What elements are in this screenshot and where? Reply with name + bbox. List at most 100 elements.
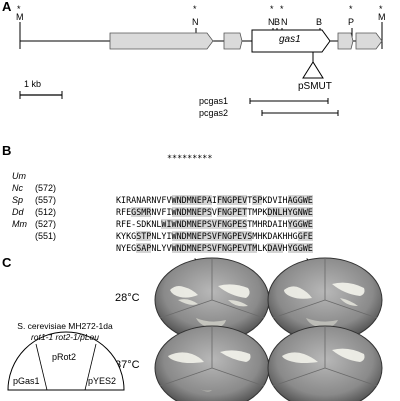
position-sp: (512) [35, 207, 57, 217]
site-label-b2: B [316, 17, 323, 27]
site-label-m-left: M [16, 12, 24, 22]
residue: T [141, 231, 147, 241]
residue: V [156, 195, 162, 205]
residue: I [121, 195, 127, 205]
residue: N [151, 195, 157, 205]
sector-label-pyes2: pYES2 [88, 376, 117, 386]
residue: L [257, 243, 263, 253]
residue: K [262, 207, 268, 217]
residue: V [166, 195, 172, 205]
residue: N [297, 207, 303, 217]
species-dd: Dd [12, 207, 24, 217]
residue: W [171, 207, 177, 217]
residue: G [131, 243, 137, 253]
strain-line-1: S. cerevisiae MH272-1da [17, 321, 113, 331]
plate-ypgal-37 [267, 325, 383, 401]
sequence-nc: RFEGSMRNVFIWNDMNEPSVFNGPETTMPKDNLHYGNWE [116, 206, 313, 218]
sequence-dd: KYKGSTPNLYIWNDMNEPSVFNGPEVSMHKDAKHHGGFE [116, 230, 313, 242]
alignment-row-um: Um (572) KIRANARNVFVWNDMNEPAIFNGPEVTSPKD… [0, 158, 313, 205]
residue: N [191, 219, 197, 229]
residue: N [191, 195, 197, 205]
residue: F [302, 231, 308, 241]
residue: H [257, 219, 263, 229]
residue: Y [161, 231, 167, 241]
residue: R [146, 207, 152, 217]
residue: G [292, 219, 298, 229]
residue: N [116, 243, 122, 253]
residue: G [131, 231, 137, 241]
residue: S [252, 195, 258, 205]
residue: S [206, 243, 212, 253]
residue: E [196, 231, 202, 241]
residue: K [116, 195, 122, 205]
residue: G [297, 219, 303, 229]
residue: R [262, 219, 268, 229]
residue: D [181, 243, 187, 253]
residue: S [136, 207, 142, 217]
position-nc: (557) [35, 195, 57, 205]
residue: H [282, 207, 288, 217]
panel-b-letter: B [2, 143, 12, 158]
residue: E [196, 219, 202, 229]
residue: D [181, 195, 187, 205]
residue: N [151, 231, 157, 241]
residue: A [131, 195, 137, 205]
residue: P [201, 195, 207, 205]
residue: K [126, 231, 132, 241]
site-label-n3: N [281, 17, 288, 27]
residue: E [307, 243, 313, 253]
residue: M [252, 219, 258, 229]
residue: K [262, 231, 268, 241]
residue: G [227, 219, 233, 229]
residue: A [272, 231, 278, 241]
residue: G [131, 207, 137, 217]
residue: H [282, 195, 288, 205]
residue: M [252, 243, 258, 253]
residue: T [247, 219, 253, 229]
residue: E [237, 231, 243, 241]
position-um: (572) [35, 183, 57, 193]
residue: R [126, 195, 132, 205]
gas1-gene-label: gas1 [279, 34, 301, 45]
residue: D [181, 231, 187, 241]
restriction-map [19, 22, 383, 116]
residue: V [156, 207, 162, 217]
residue: P [257, 195, 263, 205]
residue: N [191, 207, 197, 217]
residue: P [146, 243, 152, 253]
residue: K [277, 231, 283, 241]
residue: W [171, 195, 177, 205]
residue: G [292, 207, 298, 217]
residue: M [252, 207, 258, 217]
star-m-left: * [17, 4, 21, 14]
residue: N [191, 231, 197, 241]
residue: F [161, 195, 167, 205]
residue: N [151, 243, 157, 253]
residue: P [232, 219, 238, 229]
residue: N [151, 219, 157, 229]
orf-arrow-3 [337, 32, 354, 50]
residue: G [227, 243, 233, 253]
star-n3: * [280, 4, 284, 14]
residue: F [216, 219, 222, 229]
residue: E [196, 207, 202, 217]
residue: M [186, 207, 192, 217]
residue: F [121, 219, 127, 229]
residue: D [267, 231, 273, 241]
orf-arrow-2 [223, 32, 243, 50]
residue: K [262, 195, 268, 205]
position-mm: (551) [35, 231, 57, 241]
insertion-triangle [302, 61, 324, 79]
residue: M [252, 231, 258, 241]
residue: P [232, 243, 238, 253]
strain-name: S. cerevisiae MH272-1da [0, 321, 130, 331]
residue: A [141, 243, 147, 253]
residue: H [287, 231, 293, 241]
residue: W [302, 195, 308, 205]
star-m-right: * [379, 4, 383, 14]
pcgas2-label: pcgas2 [199, 108, 229, 118]
residue: T [242, 207, 248, 217]
sector-label-pgas1: pGas1 [13, 376, 40, 386]
residue: L [156, 231, 162, 241]
residue: S [136, 219, 142, 229]
